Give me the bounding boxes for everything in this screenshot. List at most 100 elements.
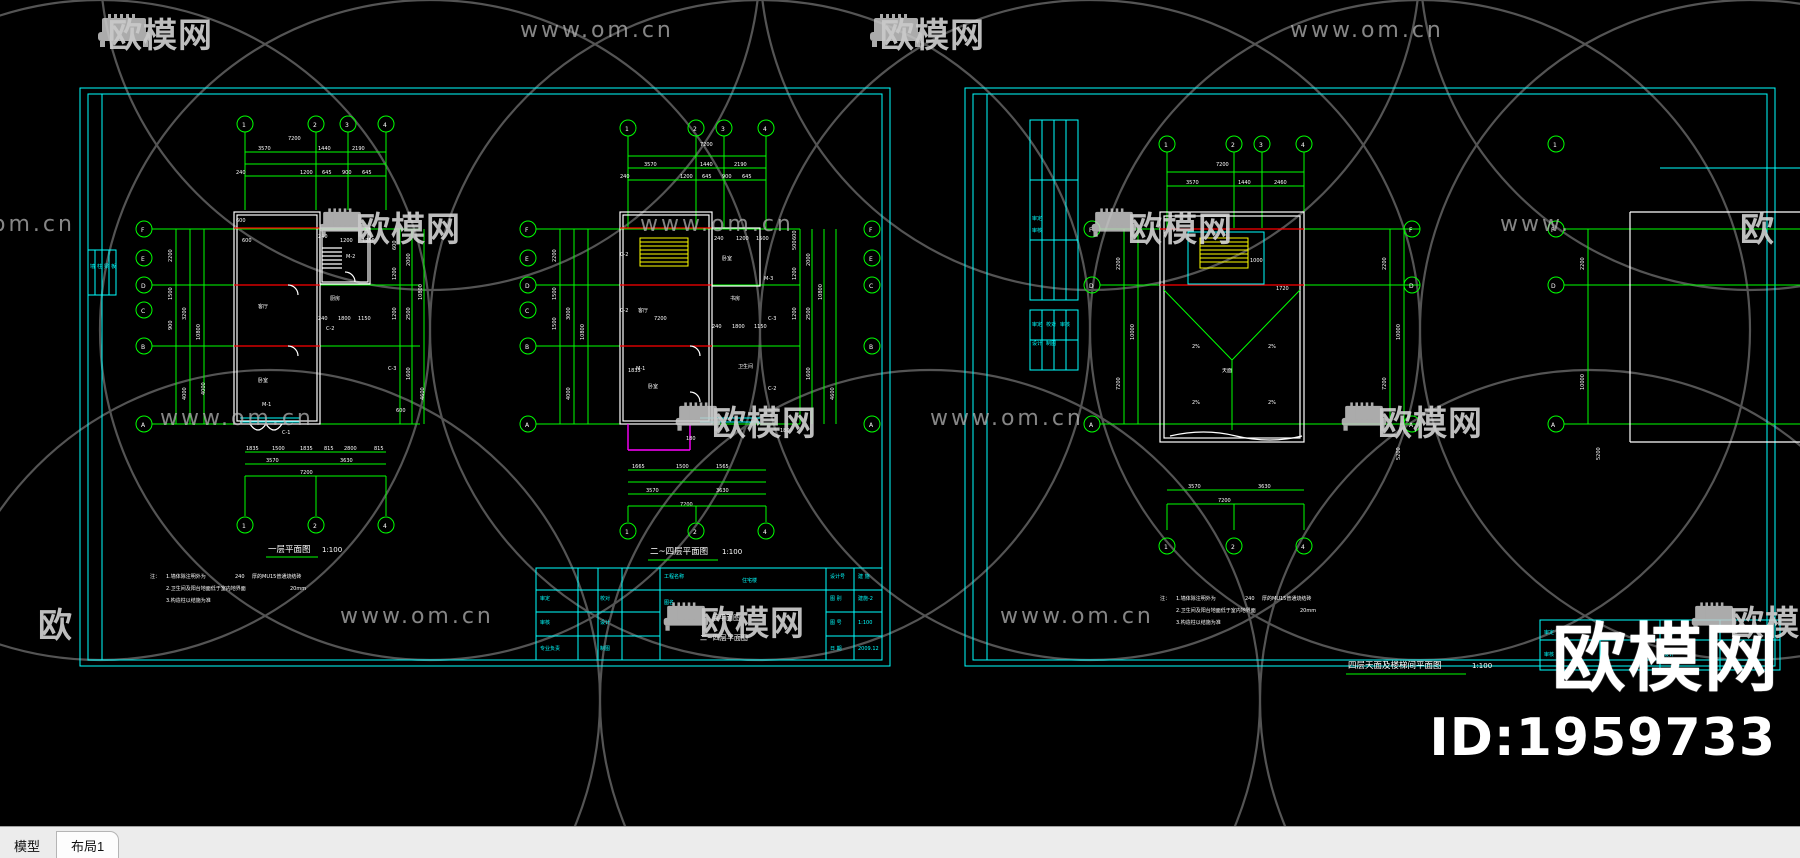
svg-text:B: B xyxy=(141,344,145,351)
svg-text:2: 2 xyxy=(693,126,697,133)
svg-text:2%: 2% xyxy=(1192,344,1200,350)
svg-text:3630: 3630 xyxy=(1258,484,1271,490)
svg-text:7200: 7200 xyxy=(700,142,713,148)
svg-text:3: 3 xyxy=(1259,142,1263,149)
svg-text:设计: 设计 xyxy=(1664,651,1674,658)
dimchain-left-roof: 2200 7200 10000 xyxy=(1116,229,1139,424)
svg-text:1:100: 1:100 xyxy=(858,620,872,626)
svg-text:审核: 审核 xyxy=(540,619,550,626)
svg-text:1200: 1200 xyxy=(680,174,693,180)
svg-text:客厅: 客厅 xyxy=(258,303,268,310)
svg-text:1:100: 1:100 xyxy=(322,546,342,554)
cad-linework: .g { stroke:#00ff00; fill:none; stroke-w… xyxy=(79,87,1800,675)
svg-text:2500: 2500 xyxy=(406,307,412,320)
svg-text:900: 900 xyxy=(722,174,732,180)
svg-text:1440: 1440 xyxy=(318,146,331,152)
svg-text:3000: 3000 xyxy=(566,307,572,320)
svg-text:1835: 1835 xyxy=(246,446,259,452)
svg-text:C-2: C-2 xyxy=(620,308,628,314)
svg-text:240: 240 xyxy=(318,234,328,240)
svg-text:1: 1 xyxy=(242,523,246,530)
svg-text:2500: 2500 xyxy=(806,307,812,320)
svg-text:4600: 4600 xyxy=(420,387,426,400)
svg-text:3570: 3570 xyxy=(646,488,659,494)
svg-text:1: 1 xyxy=(1164,142,1168,149)
svg-text:815: 815 xyxy=(324,446,334,452)
svg-text:1:100: 1:100 xyxy=(1472,662,1492,670)
svg-text:10000: 10000 xyxy=(1130,324,1136,340)
cad-drawing-canvas[interactable]: .g { stroke:#00ff00; fill:none; stroke-w… xyxy=(0,0,1800,826)
sheet-right-border: 审定 审核 审定 校对 审核 设计 制图 xyxy=(964,87,1776,667)
svg-text:2009.12: 2009.12 xyxy=(858,646,879,652)
dimchain-right-2: 500 1200 1200 2000 2500 1600 10800 4600 … xyxy=(792,229,837,424)
svg-text:10000: 10000 xyxy=(1396,324,1402,340)
svg-text:2%: 2% xyxy=(1268,400,1276,406)
svg-text:校对: 校对 xyxy=(600,595,610,602)
tab-layout1[interactable]: 布局1 xyxy=(56,831,120,858)
dimchain-bottom-2: 1665 1500 1565 3570 3630 7200 xyxy=(628,464,766,508)
svg-text:240: 240 xyxy=(714,236,724,242)
svg-text:1600: 1600 xyxy=(406,367,412,380)
dimchain-right: 600 1200 1200 2000 2500 1600 10800 4600 xyxy=(392,229,426,424)
grid-bubbles-right-roof: F D A xyxy=(1403,220,1421,433)
svg-text:2800: 2800 xyxy=(344,446,357,452)
svg-text:2200: 2200 xyxy=(1580,257,1586,270)
svg-text:4: 4 xyxy=(763,126,767,133)
svg-text:645: 645 xyxy=(742,174,752,180)
svg-text:2200: 2200 xyxy=(1382,257,1388,270)
svg-text:10800: 10800 xyxy=(580,324,586,340)
svg-text:E: E xyxy=(525,256,529,263)
title-block-right: 审定 校对 审核 设计 xyxy=(1539,619,1781,671)
svg-text:1835: 1835 xyxy=(300,446,313,452)
svg-text:建施-2: 建施-2 xyxy=(858,595,873,602)
svg-text:3570: 3570 xyxy=(1188,484,1201,490)
svg-text:图名: 图名 xyxy=(664,599,674,606)
svg-text:1600: 1600 xyxy=(806,367,812,380)
svg-text:柱: 柱 xyxy=(97,263,102,270)
svg-text:F: F xyxy=(525,227,529,234)
svg-text:D: D xyxy=(1409,283,1414,290)
svg-text:180: 180 xyxy=(686,436,696,442)
svg-text:住宅楼: 住宅楼 xyxy=(742,577,757,584)
svg-text:1150: 1150 xyxy=(754,324,767,330)
svg-text:3: 3 xyxy=(345,122,349,129)
tab-model[interactable]: 模型 xyxy=(0,832,55,858)
svg-text:1440: 1440 xyxy=(700,162,713,168)
svg-text:M-3: M-3 xyxy=(764,276,773,282)
svg-text:审核: 审核 xyxy=(1544,651,1554,658)
svg-text:900: 900 xyxy=(168,320,174,330)
layout-tab-bar[interactable]: 模型 布局1 xyxy=(0,826,1800,858)
svg-text:专业负责: 专业负责 xyxy=(540,645,560,652)
svg-text:600: 600 xyxy=(396,408,406,414)
svg-text:卧室: 卧室 xyxy=(722,255,732,262)
svg-text:10800: 10800 xyxy=(196,324,202,340)
svg-text:7200: 7200 xyxy=(680,502,693,508)
svg-text:1500: 1500 xyxy=(552,287,558,300)
svg-text:7200: 7200 xyxy=(1218,498,1231,504)
svg-text:1150: 1150 xyxy=(358,316,371,322)
svg-text:日 期: 日 期 xyxy=(830,646,842,652)
svg-text:240: 240 xyxy=(620,174,630,180)
svg-text:2: 2 xyxy=(1231,544,1235,551)
sheet-left-border xyxy=(79,87,891,667)
svg-text:10800: 10800 xyxy=(418,284,424,300)
svg-text:F: F xyxy=(1409,227,1413,234)
dimchain-top-2: 7200 3570 1440 2190 240 1200 645 900 645 xyxy=(620,142,766,181)
svg-text:审定: 审定 xyxy=(1544,629,1554,636)
svg-text:M-1: M-1 xyxy=(262,402,271,408)
svg-text:20mm: 20mm xyxy=(290,586,306,592)
svg-text:A: A xyxy=(869,422,874,429)
svg-text:600: 600 xyxy=(392,240,398,250)
dimchain-bottom-roof: 3570 3630 7200 xyxy=(1167,484,1304,505)
svg-text:7200: 7200 xyxy=(1116,377,1122,390)
dimchain-right-roof: 2200 7200 10000 5200 xyxy=(1382,229,1405,460)
title-block-left: 审定 校对 审核 设计 专业负责 制图 工程名称 住宅楼 图名 层平面图 二~四… xyxy=(535,567,883,661)
svg-text:1: 1 xyxy=(1164,544,1168,551)
svg-text:4: 4 xyxy=(383,523,387,530)
svg-text:1200: 1200 xyxy=(392,267,398,280)
plan-partial-right-edge: 1 F D A 2200 10000 5200 xyxy=(1547,135,1800,460)
svg-text:1000: 1000 xyxy=(1250,258,1263,264)
svg-text:4: 4 xyxy=(1301,142,1305,149)
svg-text:1500: 1500 xyxy=(676,464,689,470)
svg-text:1200: 1200 xyxy=(392,307,398,320)
